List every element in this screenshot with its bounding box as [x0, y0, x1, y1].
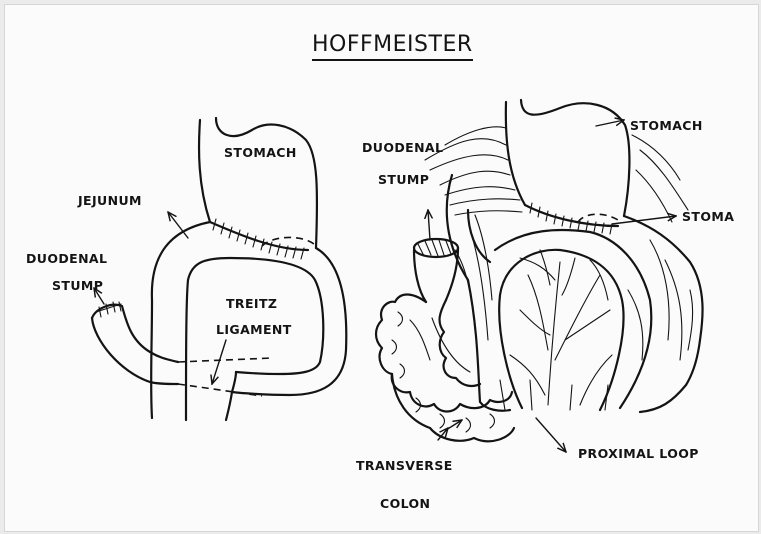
- left-suture-ticks: [213, 219, 304, 259]
- left-duodenal-label: DUODENAL: [26, 253, 107, 266]
- gastrocolic-ligament: [425, 127, 688, 222]
- stoma-arrow: [612, 216, 676, 224]
- right-stump-suture: [418, 240, 451, 256]
- left-efferent-limb: [226, 392, 232, 420]
- right-stump-arrow: [428, 210, 430, 240]
- left-anastomosis-suture: [210, 222, 308, 250]
- colon-label: COLON: [380, 498, 430, 511]
- transverse-label: TRANSVERSE: [356, 460, 453, 473]
- right-stomach-outline: [521, 100, 629, 216]
- left-diagram: [92, 118, 346, 420]
- left-stump-label: STUMP: [52, 280, 103, 293]
- treitz-label: TREITZ: [226, 298, 277, 311]
- jejunum-label: JEJUNUM: [78, 195, 142, 208]
- treitz-arrow: [212, 340, 226, 384]
- transverse-colon-base: [392, 374, 514, 441]
- right-stoma-dashed: [578, 214, 618, 222]
- left-dashed-path-upper: [178, 358, 272, 362]
- left-dashed-path-lower: [178, 384, 262, 396]
- stoma-label: STOMA: [682, 211, 734, 224]
- left-jejunal-loop-outer: [151, 222, 210, 418]
- mesenteric-vessels: [455, 215, 693, 410]
- left-stomach-label: STOMACH: [224, 147, 297, 160]
- right-stomach-label: STOMACH: [630, 120, 703, 133]
- left-stomach-left-wall: [199, 120, 210, 222]
- right-duodenal-label: DUODENAL: [362, 142, 443, 155]
- right-stump-label: STUMP: [378, 174, 429, 187]
- right-jejunal-loop: [495, 230, 651, 408]
- proximal-loop-label: PROXIMAL LOOP: [578, 448, 699, 461]
- left-duodenal-stump: [92, 305, 178, 362]
- diagram-title: HOFFMEISTER: [312, 34, 473, 61]
- proximal-loop-arrow: [536, 418, 566, 452]
- ligament-label: LIGAMENT: [216, 324, 292, 337]
- right-stomach-arrow: [596, 120, 624, 126]
- right-stomach-left-wall: [506, 102, 525, 205]
